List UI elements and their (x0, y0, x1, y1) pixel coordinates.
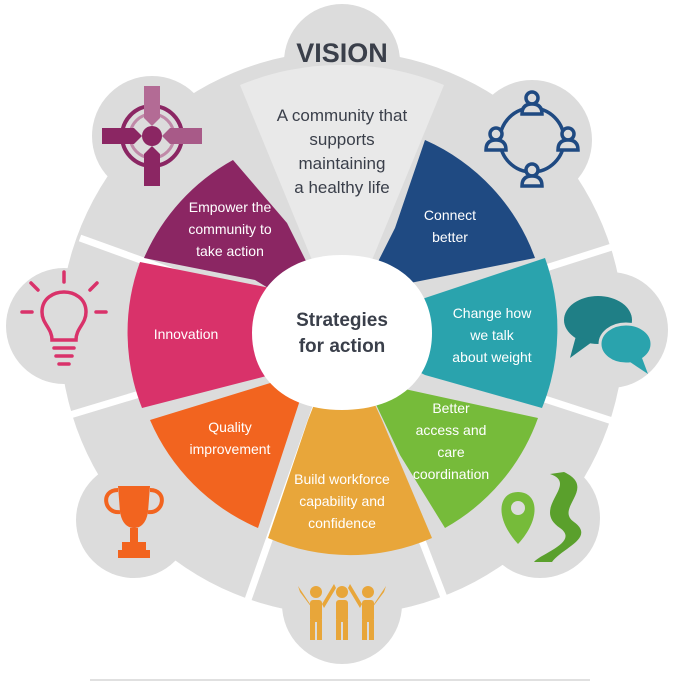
joined-hands-icon (102, 86, 202, 186)
lightbulb-icon (20, 270, 108, 366)
label-access-3: care (437, 444, 464, 460)
segment-workforce (268, 333, 432, 556)
team-people-icon (298, 584, 386, 640)
rim-bump-left (6, 268, 122, 384)
label-workforce-2: capability and (299, 493, 385, 509)
label-empower-2: community to (188, 221, 271, 237)
label-workforce-3: confidence (308, 515, 376, 531)
map-pin-road-icon (501, 472, 582, 562)
label-quality-1: Quality (208, 419, 252, 435)
center-title-line-2: for action (299, 336, 386, 357)
label-quality-2: improvement (190, 441, 271, 457)
vision-line-3: maintaining (299, 154, 386, 173)
label-innovation-1: Innovation (154, 326, 219, 342)
label-empower-1: Empower the (189, 199, 272, 215)
trophy-icon (104, 486, 164, 558)
segment-change (342, 258, 558, 408)
vision-line-4: a healthy life (294, 178, 389, 197)
vision-title: VISION (296, 38, 388, 68)
vision-sector (240, 64, 444, 333)
label-access-2: access and (416, 422, 487, 438)
label-workforce-1: Build workforce (294, 471, 390, 487)
label-connect-2: better (432, 229, 468, 245)
connected-people-icon (484, 90, 580, 188)
label-change-3: about weight (452, 349, 532, 365)
rim-bump-top-right (472, 80, 592, 200)
center-title-line-1: Strategies (296, 310, 388, 331)
vision-line-2: supports (309, 130, 374, 149)
center-hub (252, 255, 432, 410)
label-connect-1: Connect (424, 207, 476, 223)
label-change-1: Change how (453, 305, 533, 321)
label-change-2: we talk (469, 327, 515, 343)
vision-line-1: A community that (277, 106, 408, 125)
label-access-4: coordination (413, 466, 489, 482)
label-access-1: Better (432, 400, 470, 416)
speech-bubbles-icon (564, 296, 654, 374)
label-empower-3: take action (196, 243, 264, 259)
